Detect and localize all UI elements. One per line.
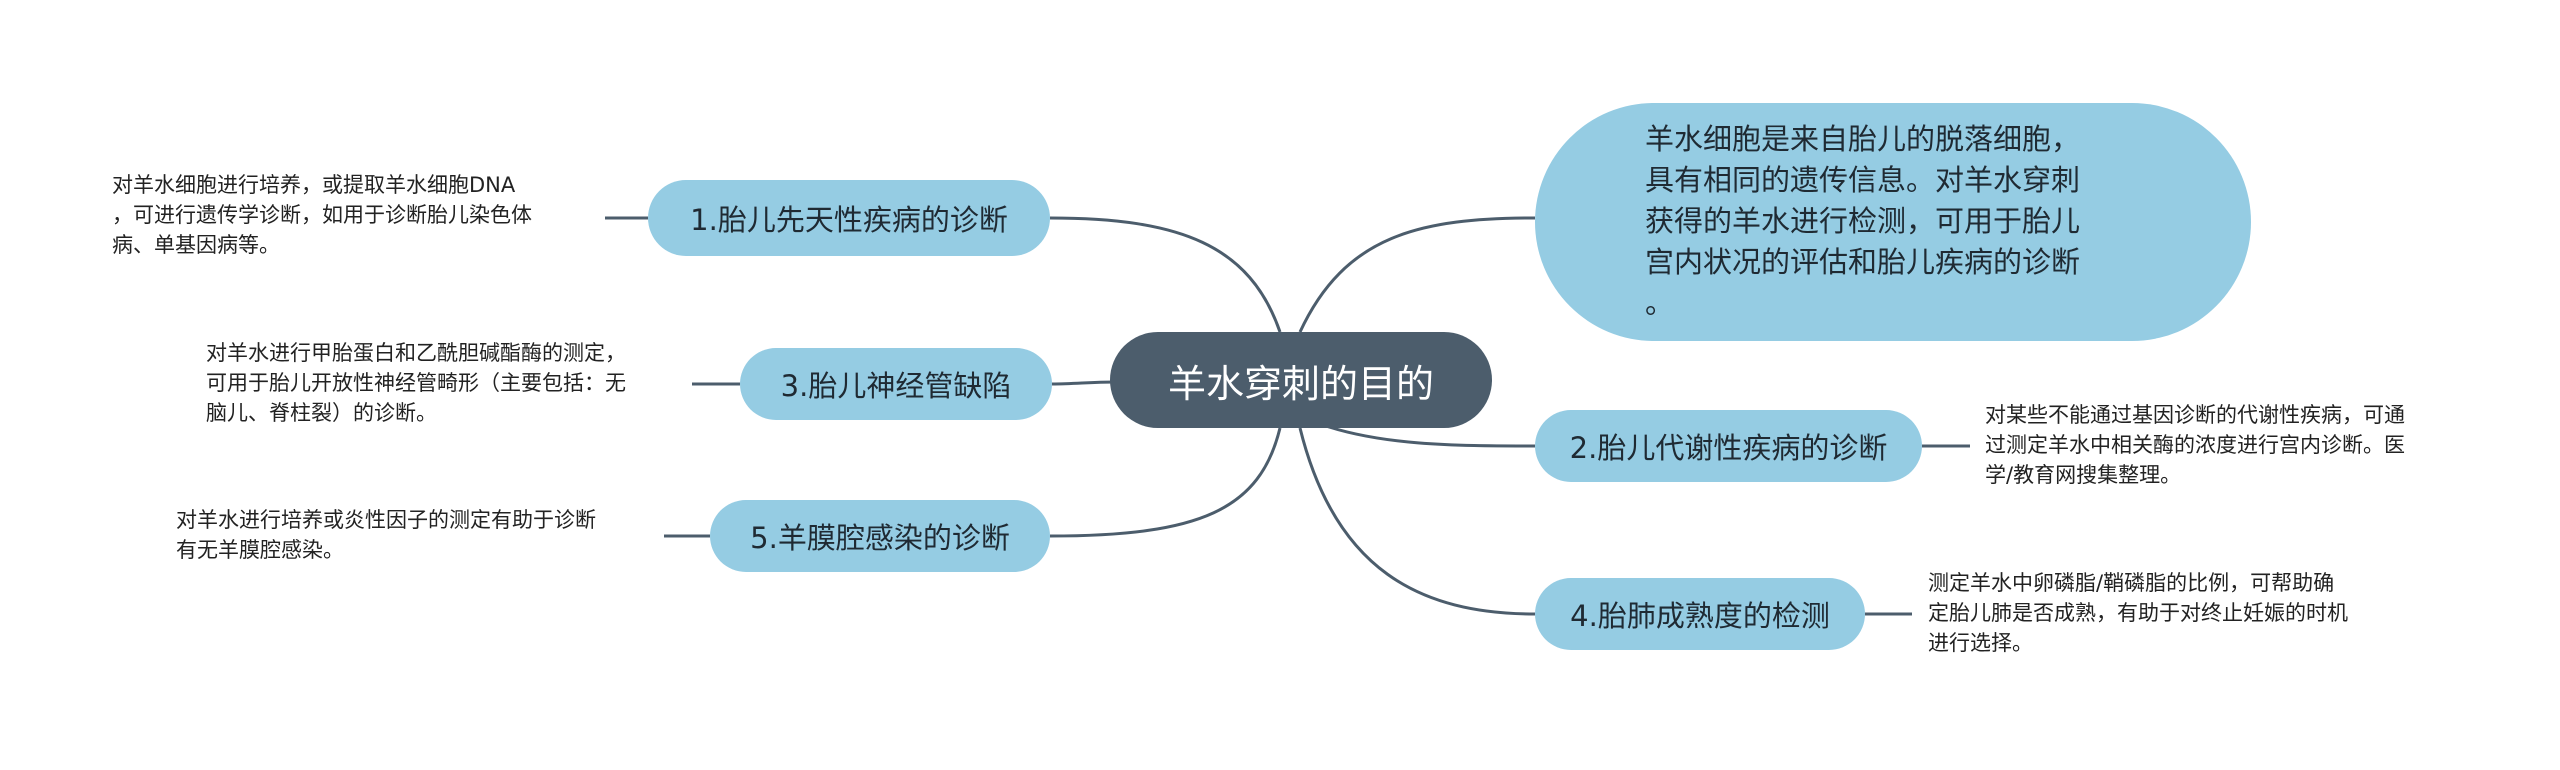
note-neural-tube-defect: 对羊水进行甲胎蛋白和乙酰胆碱酯酶的测定， 可用于胎儿开放性神经管畸形（主要包括：… [206, 341, 626, 425]
connector-center-t3 [1051, 380, 1116, 386]
connector-center-right-main [1298, 216, 1536, 333]
connector-center-t4 [1298, 427, 1536, 616]
central-topic[interactable]: 羊水穿刺的目的 [1110, 332, 1492, 428]
topic-congenital-disease-diagnosis[interactable]: 1.胎儿先天性疾病的诊断 [648, 180, 1050, 256]
connector-center-t2 [1319, 422, 1536, 448]
note-congenital-disease-diagnosis: 对羊水细胞进行培养，或提取羊水细胞DNA ，可进行遗传学诊断，如用于诊断胎儿染色… [112, 173, 532, 257]
topic-fetal-lung-maturity[interactable]: 4.胎肺成熟度的检测 [1535, 578, 1865, 650]
note-fetal-lung-maturity: 测定羊水中卵磷脂/鞘磷脂的比例，可帮助确 定胎儿肺是否成熟，有助于对终止妊娠的时… [1928, 571, 2348, 655]
note-amniotic-infection-diagnosis: 对羊水进行培养或炎性因子的测定有助于诊断 有无羊膜腔感染。 [176, 508, 596, 562]
connector-center-t5 [1049, 427, 1282, 538]
topic-neural-tube-defect[interactable]: 3.胎儿神经管缺陷 [740, 348, 1052, 420]
topic-amniotic-cells-description[interactable]: 羊水细胞是来自胎儿的脱落细胞， 具有相同的遗传信息。对羊水穿刺 获得的羊水进行检… [1535, 103, 2251, 341]
topic-amniotic-infection-diagnosis[interactable]: 5.羊膜腔感染的诊断 [710, 500, 1050, 572]
connector-center-t1 [1049, 216, 1282, 333]
topic-metabolic-disease-diagnosis[interactable]: 2.胎儿代谢性疾病的诊断 [1535, 410, 1922, 482]
note-metabolic-disease-diagnosis: 对某些不能通过基因诊断的代谢性疾病，可通 过测定羊水中相关酶的浓度进行宫内诊断。… [1985, 403, 2405, 487]
